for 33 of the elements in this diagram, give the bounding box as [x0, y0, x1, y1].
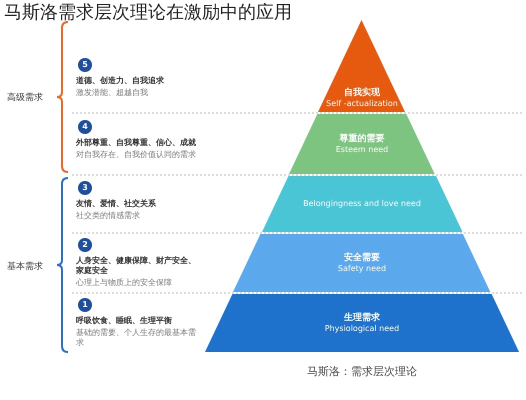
description-text: 友情、爱情、社交关系	[76, 199, 157, 209]
level-subtitle: Belongingness and love need	[303, 199, 421, 209]
pyramid-level	[233, 234, 491, 292]
level-title: 自我实现	[344, 88, 380, 99]
pyramid-level	[318, 20, 406, 112]
description-text: 社交类的情感需求	[76, 211, 141, 221]
description-text: 外部尊重、自我尊重、信心、成就	[76, 138, 197, 148]
level-title: 安全需要	[344, 252, 380, 264]
level-subtitle: Self -actualization	[326, 99, 398, 109]
pyramid-level	[262, 176, 462, 232]
step-number: 1	[78, 298, 92, 312]
description-text: 人身安全、健康保障、财产安全、家庭安全	[76, 256, 197, 276]
bracket-label: 基本需求	[6, 260, 44, 273]
level-subtitle: Safety need	[338, 264, 386, 274]
description-text: 激发潜能、超越自我	[76, 88, 149, 98]
step-number: 2	[78, 238, 92, 252]
level-subtitle: Physiological need	[324, 324, 400, 334]
pyramid-level	[204, 294, 520, 352]
description-text: 呼吸饮食、睡眠、生理平衡	[76, 316, 173, 326]
pyramid-level	[289, 114, 435, 174]
caption: 马斯洛：需求层次理论	[306, 364, 418, 379]
description-text: 对自我存在、自我价值认同的需求	[76, 150, 197, 160]
description-text: 心理上与物质上的安全保障	[76, 278, 173, 288]
level-subtitle: Esteem need	[336, 144, 388, 154]
description-text: 基础的需要、个人生存的最基本需求	[76, 328, 197, 348]
title: 马斯洛需求层次理论在激励中的应用	[4, 1, 292, 24]
level-title: 生理需求	[344, 312, 380, 324]
step-number: 3	[78, 181, 92, 195]
step-number: 5	[78, 58, 92, 72]
bracket-label: 高级需求	[6, 92, 44, 104]
description-text: 道德、创造力、自我追求	[76, 76, 165, 86]
step-number: 4	[78, 120, 92, 134]
level-title: 尊重的需要	[339, 134, 384, 144]
